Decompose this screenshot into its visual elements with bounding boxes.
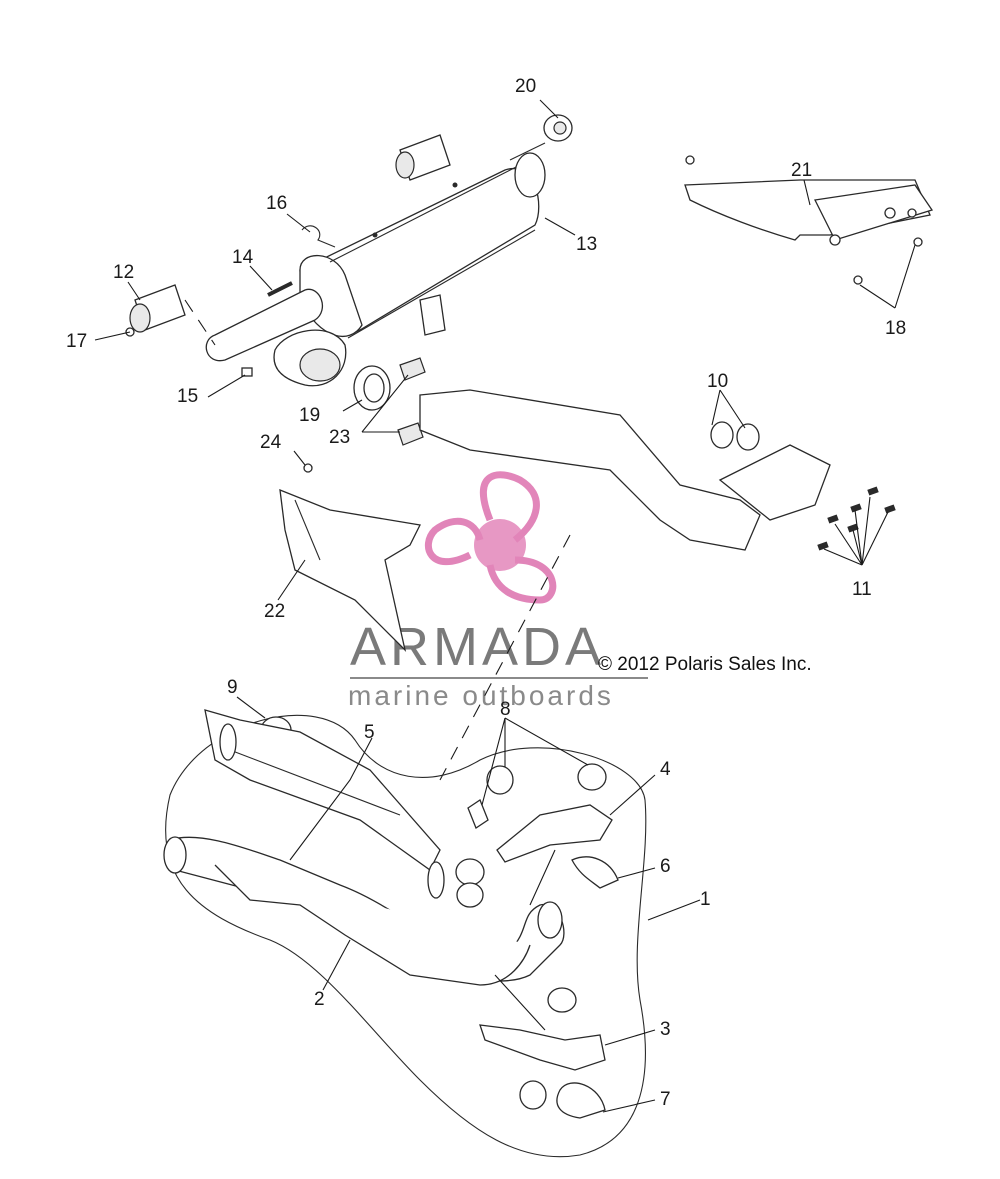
callout-5: 5 (364, 722, 375, 743)
callout-labels: 1 2 3 4 5 6 7 8 9 10 11 12 13 14 15 16 1… (66, 76, 906, 1110)
callout-8: 8 (500, 699, 511, 720)
spark-arrestor (129, 134, 451, 333)
callout-2: 2 (314, 989, 325, 1010)
callout-18: 18 (885, 318, 906, 339)
callout-1: 1 (700, 889, 711, 910)
armada-propeller-logo (424, 471, 557, 604)
head-pipe-shield (204, 709, 445, 899)
assembly-guide-line (184, 299, 216, 346)
callout-12: 12 (113, 262, 134, 283)
callout-20: 20 (515, 76, 536, 97)
callout-22: 22 (264, 601, 285, 622)
callout-14: 14 (232, 247, 254, 268)
leader-lines (94, 99, 916, 1113)
callout-9: 9 (227, 677, 238, 698)
callout-7: 7 (660, 1089, 671, 1110)
kit-outline (165, 714, 647, 1158)
callout-16: 16 (266, 193, 287, 214)
callout-4: 4 (660, 759, 671, 780)
callout-19: 19 (299, 405, 320, 426)
callout-21: 21 (791, 160, 812, 181)
heat-shield-upper (684, 155, 934, 285)
callout-10: 10 (707, 371, 728, 392)
watermark-tagline: marine outboards (348, 680, 614, 711)
springs (397, 357, 426, 446)
callout-24: 24 (260, 432, 282, 453)
callout-17: 17 (66, 331, 87, 352)
callout-23: 23 (329, 427, 350, 448)
callout-13: 13 (576, 234, 597, 255)
heat-shield-lower (279, 463, 421, 653)
gasket (353, 365, 391, 411)
callout-15: 15 (177, 386, 198, 407)
head-pipe-upper (419, 389, 896, 551)
head-pipe (163, 836, 565, 986)
rubber-grommet (543, 114, 573, 142)
pipe-shields (479, 804, 619, 1119)
callout-11: 11 (852, 579, 872, 600)
callout-3: 3 (660, 1019, 671, 1040)
muffler (205, 142, 546, 387)
copyright-notice: © 2012 Polaris Sales Inc. (598, 654, 812, 675)
callout-6: 6 (660, 856, 671, 877)
